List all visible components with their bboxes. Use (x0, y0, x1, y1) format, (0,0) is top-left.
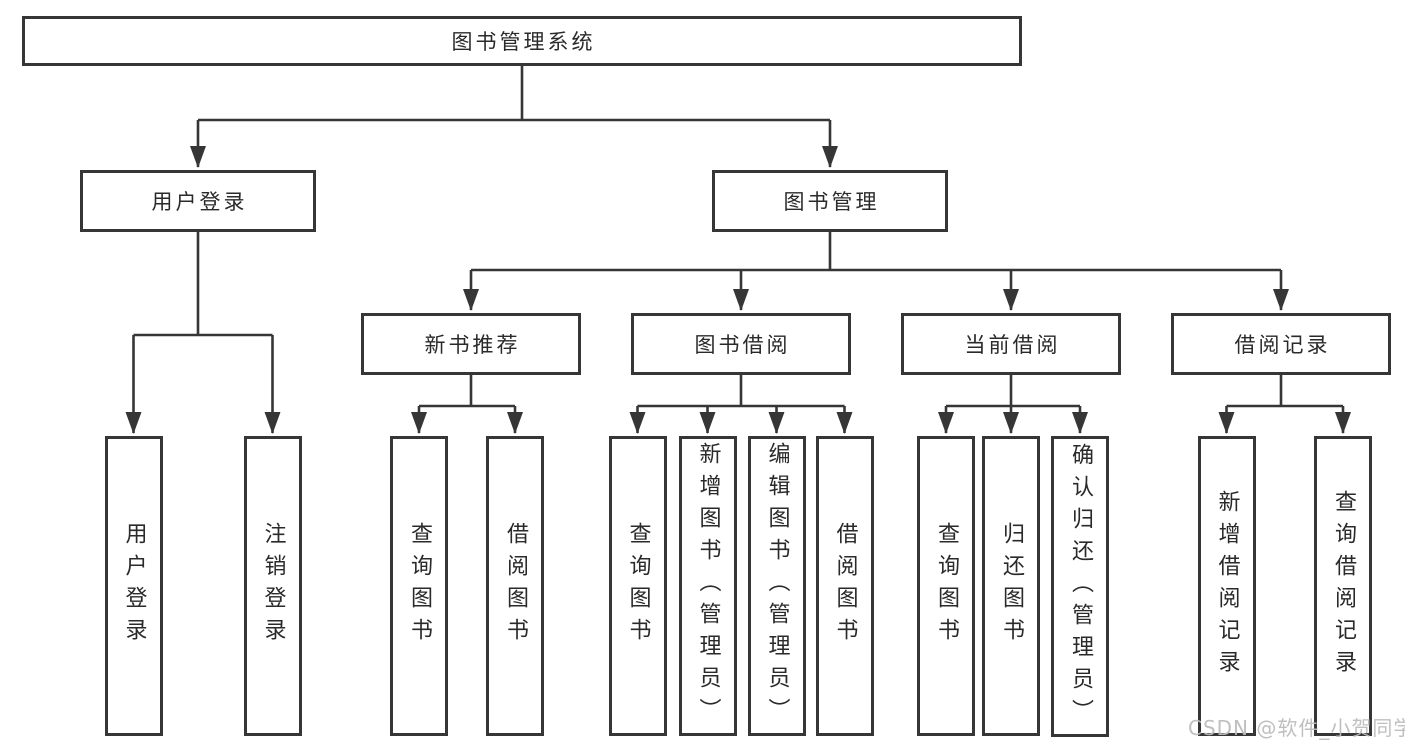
node-label: 编辑图书（管理员） (764, 442, 790, 730)
node-label: 注销登录 (260, 522, 286, 650)
connector-trunks (133, 66, 1343, 408)
leaf-query-books-3: 查询图书 (917, 436, 975, 736)
leaf-return-books: 归还图书 (982, 436, 1040, 736)
leaf-logout: 注销登录 (243, 436, 302, 736)
node-label: 借阅记录 (1234, 333, 1331, 357)
node-label: 查询借阅记录 (1331, 490, 1356, 682)
node-label: 借阅图书 (503, 522, 528, 650)
node-label: 归还图书 (999, 522, 1024, 650)
node-book-management: 图书管理 (712, 170, 948, 232)
node-label: 确认归还（管理员） (1068, 442, 1093, 731)
node-label: 当前借阅 (964, 333, 1061, 357)
node-label: 新增借阅记录 (1214, 490, 1240, 682)
node-label: 借阅图书 (832, 522, 858, 650)
node-library-management-system: 图书管理系统 (22, 16, 1022, 66)
node-new-book-recommend: 新书推荐 (361, 313, 581, 375)
node-label: 用户登录 (151, 190, 248, 214)
node-label: 查询图书 (934, 522, 959, 650)
node-label: 查询图书 (407, 522, 432, 650)
leaf-borrow-books-2: 借阅图书 (815, 436, 874, 736)
node-label: 图书借阅 (694, 333, 791, 357)
leaf-add-book-admin: 新增图书（管理员） (678, 436, 737, 736)
leaf-user-login: 用户登录 (104, 436, 163, 736)
leaf-confirm-return-admin: 确认归还（管理员） (1051, 436, 1109, 737)
leaf-add-borrow-record: 新增借阅记录 (1197, 436, 1256, 736)
node-borrow-records: 借阅记录 (1171, 313, 1391, 375)
node-book-borrow: 图书借阅 (631, 313, 851, 375)
leaf-edit-book-admin: 编辑图书（管理员） (747, 436, 806, 736)
csdn-watermark: CSDN @软件_小贺同学 (1188, 716, 1405, 740)
node-label: 图书管理系统 (451, 30, 596, 54)
node-label: 新增图书（管理员） (695, 442, 721, 730)
leaf-query-borrow-record: 查询借阅记录 (1314, 436, 1372, 736)
leaf-borrow-books-1: 借阅图书 (486, 436, 544, 736)
leaf-query-books-1: 查询图书 (390, 436, 448, 736)
node-label: 新书推荐 (424, 333, 521, 357)
node-label: 图书管理 (783, 190, 880, 214)
leaf-query-books-2: 查询图书 (608, 436, 667, 736)
node-current-borrow: 当前借阅 (901, 313, 1121, 375)
node-label: 查询图书 (625, 522, 651, 650)
node-label: 用户登录 (121, 522, 147, 650)
node-user-login: 用户登录 (80, 170, 316, 232)
